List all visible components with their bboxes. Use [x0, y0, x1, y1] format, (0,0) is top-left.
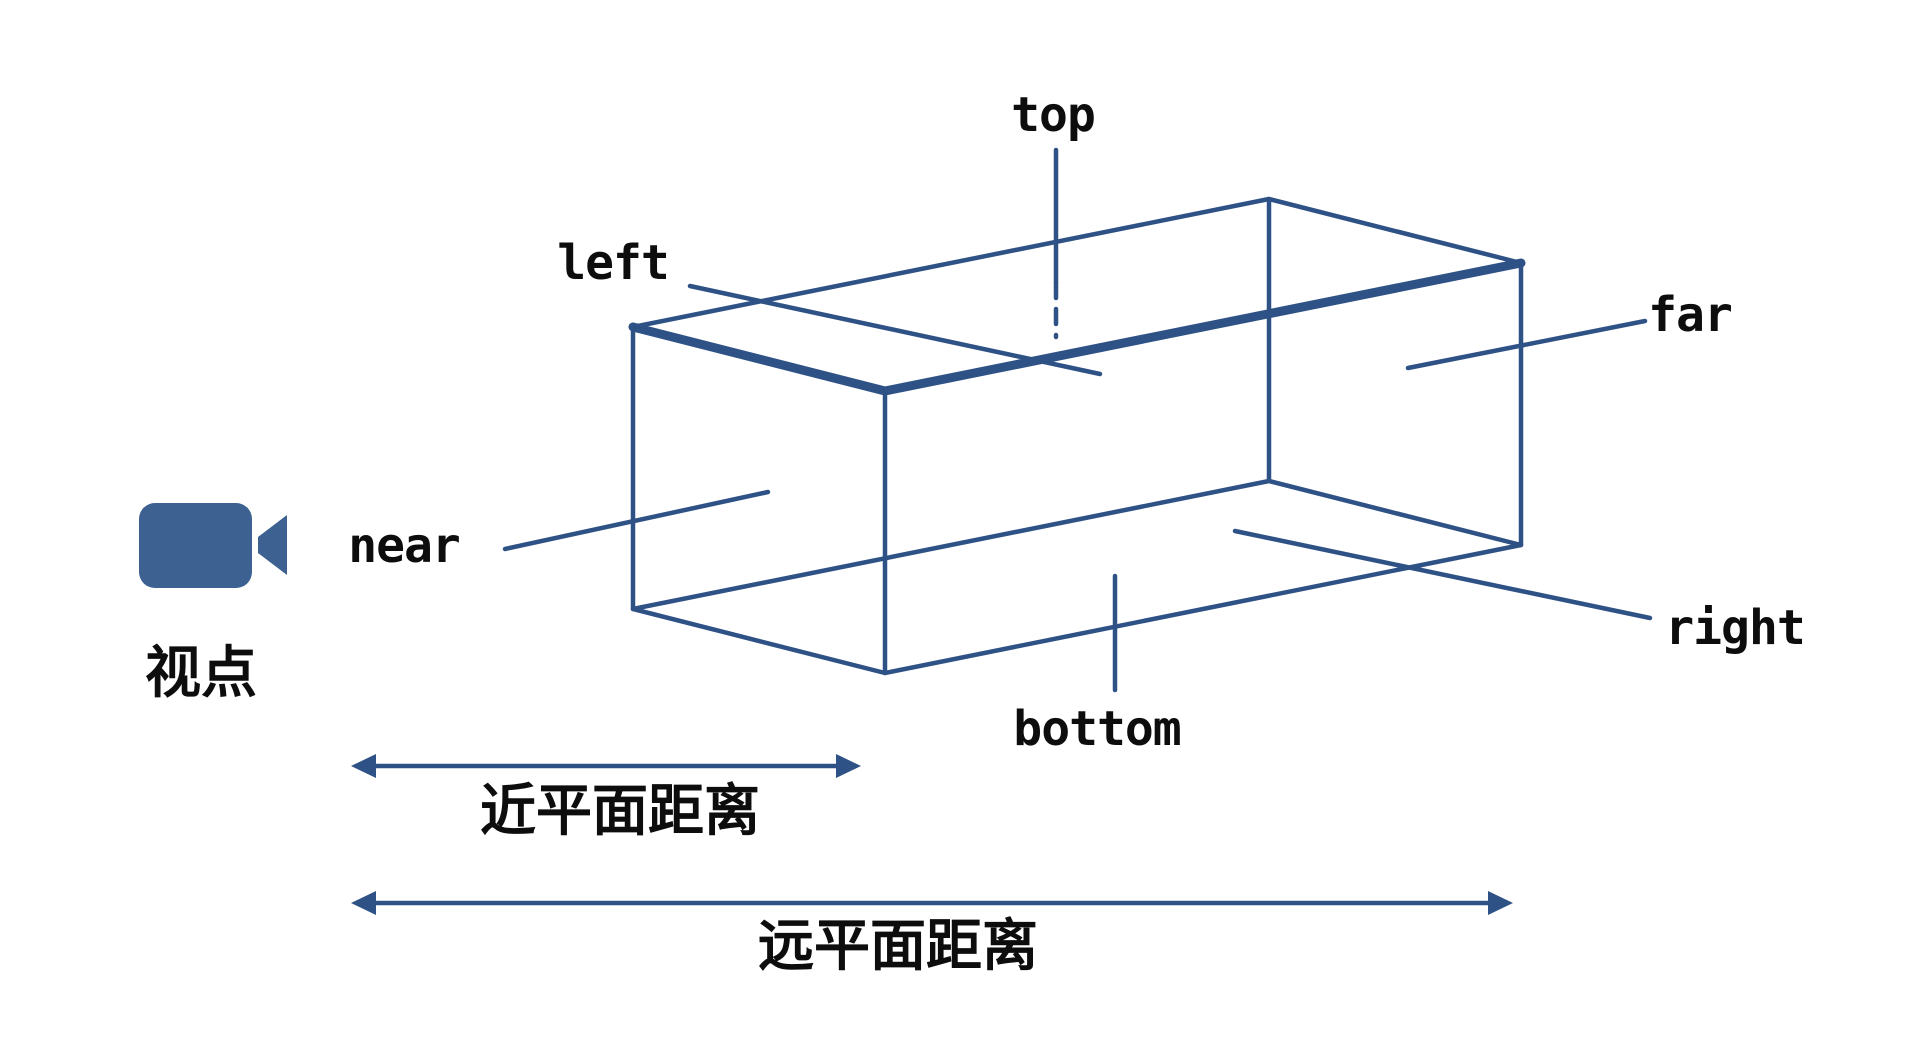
leader-lines: [502, 147, 1653, 693]
far-face-edges: [1266, 196, 1524, 548]
label-far-plane-distance: 远平面距离: [758, 914, 1038, 979]
far-arrow-left-head: [351, 891, 376, 915]
label-top: top: [1011, 87, 1096, 143]
bottom-right-depth-edge: [882, 542, 1524, 676]
label-right: right: [1665, 600, 1805, 656]
top-bold-edge: [628, 258, 1526, 396]
right-leader-line: [1232, 528, 1653, 621]
label-viewpoint: 视点: [145, 641, 257, 706]
far-leader-line: [1405, 318, 1648, 371]
far-arrow-right-head: [1488, 891, 1513, 915]
top-left-depth-edge: [630, 196, 1272, 330]
label-near-plane-distance: 近平面距离: [480, 779, 760, 844]
near-face-edges: [630, 324, 888, 676]
camera-lens: [258, 515, 287, 575]
bottom-left-depth-edge: [630, 478, 1272, 612]
arrowheads: [351, 754, 1513, 915]
near-leader-line: [502, 489, 771, 552]
camera-body: [139, 503, 252, 588]
frustum-edges-bold: [628, 258, 1526, 396]
frustum-wireframe: [363, 147, 1653, 906]
video-camera-icon: [139, 503, 287, 588]
label-far: far: [1648, 287, 1733, 343]
frustum-edges: [630, 196, 1524, 676]
label-left: left: [557, 235, 670, 291]
near-arrow-left-head: [351, 754, 376, 778]
left-leader-line: [687, 283, 1103, 377]
near-arrow-right-head: [836, 754, 861, 778]
label-bottom: bottom: [1013, 701, 1181, 757]
label-near: near: [348, 518, 461, 574]
distance-arrows: [363, 763, 1501, 906]
